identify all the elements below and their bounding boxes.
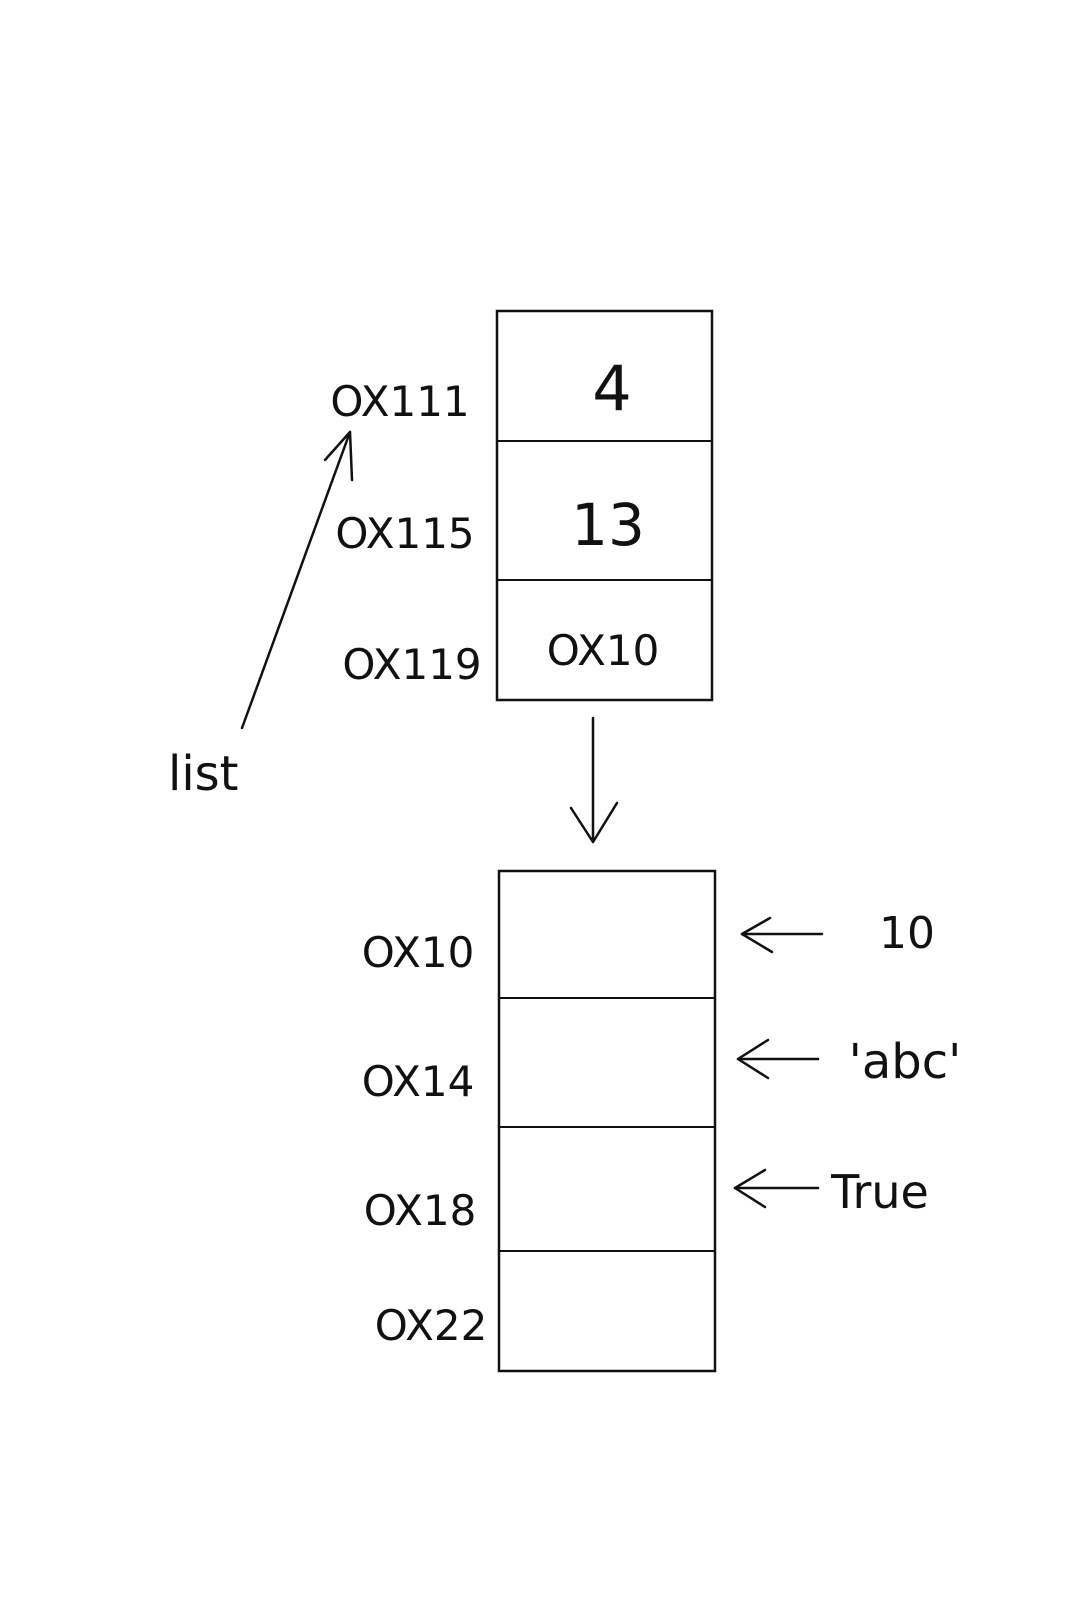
top-memory-block: OX111 OX115 OX119 4 13 OX10: [330, 309, 714, 702]
bottom-cell-address: OX18: [364, 1186, 477, 1235]
bottom-memory-block: OX10 OX14 OX18 OX22: [362, 869, 717, 1373]
bottom-cell-address: OX22: [375, 1301, 488, 1350]
top-cell-value: OX10: [547, 626, 660, 675]
top-cell-value: 4: [592, 352, 631, 425]
stored-value: True: [830, 1165, 929, 1219]
list-pointer-arrow: [240, 430, 354, 730]
top-cell-address: OX119: [342, 640, 481, 689]
bottom-cell-address: OX10: [362, 928, 475, 977]
bottom-cell-address: OX14: [362, 1057, 475, 1106]
bottom-block-frame: [497, 869, 717, 1373]
stored-value: 10: [879, 908, 935, 959]
down-arrow: [569, 716, 619, 844]
list-label: list: [168, 746, 239, 802]
value-arrow: [733, 1168, 820, 1209]
top-block-frame: [495, 309, 714, 702]
value-arrow: [736, 1038, 820, 1080]
stored-value: 'abc': [849, 1034, 962, 1090]
top-cell-address: OX111: [330, 377, 469, 426]
value-arrow: [740, 916, 824, 954]
top-cell-address: OX115: [335, 509, 474, 558]
top-cell-value: 13: [571, 491, 645, 559]
